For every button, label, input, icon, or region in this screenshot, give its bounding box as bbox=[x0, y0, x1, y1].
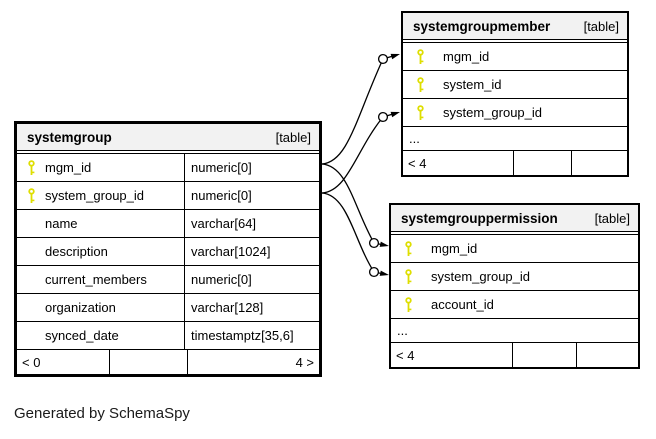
table-title: systemgroup bbox=[27, 129, 112, 145]
zero-many-circle bbox=[368, 237, 380, 249]
primary-key-icon bbox=[27, 159, 45, 176]
header-gap bbox=[17, 151, 319, 153]
column-name: system_group_id bbox=[45, 188, 144, 203]
column-name: current_members bbox=[45, 272, 147, 287]
table-systemgrouppermission[interactable]: systemgrouppermission [table] mgm_id bbox=[389, 203, 640, 369]
primary-key-icon bbox=[413, 76, 443, 93]
primary-key-icon bbox=[401, 268, 431, 285]
column-row-current_members[interactable]: current_members numeric[0] bbox=[17, 265, 319, 293]
footer-cell-right bbox=[571, 151, 627, 175]
primary-key-icon bbox=[413, 48, 443, 65]
column-row-mgm_id[interactable]: mgm_id bbox=[391, 234, 638, 262]
footer-cell-right: 4 > bbox=[187, 350, 319, 374]
column-row-synced_date[interactable]: synced_date timestamptz[35,6] bbox=[17, 321, 319, 349]
column-row-system_group_id[interactable]: system_group_id numeric[0] bbox=[17, 181, 319, 209]
primary-key-icon bbox=[413, 104, 443, 121]
zero-many-circle bbox=[377, 111, 389, 123]
column-row-organization[interactable]: organization varchar[128] bbox=[17, 293, 319, 321]
column-name: mgm_id bbox=[443, 49, 490, 64]
column-row-system_id[interactable]: system_id bbox=[403, 70, 627, 98]
column-row-mgm_id[interactable]: mgm_id numeric[0] bbox=[17, 153, 319, 181]
column-name: description bbox=[45, 244, 108, 259]
column-row-system_group_id[interactable]: system_group_id bbox=[391, 262, 638, 290]
column-type: numeric[0] bbox=[184, 154, 319, 181]
table-tag: [table] bbox=[583, 18, 619, 34]
footer-cell-left: < 0 bbox=[22, 354, 41, 370]
relationship-line bbox=[321, 192, 375, 273]
footer-cell-mid bbox=[109, 350, 187, 374]
column-name: synced_date bbox=[45, 328, 119, 343]
column-name: mgm_id bbox=[431, 241, 478, 256]
column-name: system_group_id bbox=[443, 105, 542, 120]
column-type: varchar[1024] bbox=[184, 238, 319, 265]
table-systemgroupmember[interactable]: systemgroupmember [table] mgm_id bbox=[401, 11, 629, 177]
column-type: numeric[0] bbox=[184, 182, 319, 209]
zero-many-circle bbox=[377, 53, 389, 65]
header-gap bbox=[403, 40, 627, 42]
header-gap bbox=[391, 232, 638, 234]
column-type: timestamptz[35,6] bbox=[184, 322, 319, 349]
footer-row: < 0 4 > bbox=[17, 349, 319, 374]
column-name: system_id bbox=[443, 77, 502, 92]
relationship-line bbox=[321, 116, 384, 194]
ellipsis-row: ... bbox=[391, 318, 638, 342]
column-name: account_id bbox=[431, 297, 494, 312]
footer-row: < 4 bbox=[391, 342, 638, 367]
table-header[interactable]: systemgroup [table] bbox=[17, 124, 319, 151]
table-header[interactable]: systemgrouppermission [table] bbox=[391, 205, 638, 232]
table-tag: [table] bbox=[275, 129, 311, 145]
column-name: organization bbox=[45, 300, 116, 315]
column-type: varchar[128] bbox=[184, 294, 319, 321]
arrowhead bbox=[390, 111, 400, 118]
arrowhead bbox=[379, 270, 389, 276]
primary-key-icon bbox=[401, 296, 431, 313]
footer-cell-left: < 4 bbox=[396, 347, 415, 363]
column-row-mgm_id[interactable]: mgm_id bbox=[403, 42, 627, 70]
footer-cell-left: < 4 bbox=[408, 155, 427, 171]
arrowhead bbox=[390, 53, 400, 60]
column-type: varchar[64] bbox=[184, 210, 319, 237]
column-row-name[interactable]: name varchar[64] bbox=[17, 209, 319, 237]
table-title: systemgrouppermission bbox=[401, 210, 558, 226]
column-name: mgm_id bbox=[45, 160, 92, 175]
generated-by-caption: Generated by SchemaSpy bbox=[14, 405, 190, 422]
zero-many-circle bbox=[368, 266, 380, 278]
table-header[interactable]: systemgroupmember [table] bbox=[403, 13, 627, 40]
relationship-line bbox=[321, 58, 384, 165]
column-name: name bbox=[45, 216, 78, 231]
column-type: numeric[0] bbox=[184, 266, 319, 293]
primary-key-icon bbox=[27, 187, 45, 204]
arrowhead bbox=[379, 241, 389, 247]
footer-cell-mid bbox=[512, 343, 576, 367]
column-row-system_group_id[interactable]: system_group_id bbox=[403, 98, 627, 126]
table-systemgroup[interactable]: systemgroup [table] mgm_id numeric[0] bbox=[14, 121, 322, 377]
table-tag: [table] bbox=[594, 210, 630, 226]
relationship-line bbox=[321, 163, 375, 244]
column-name: system_group_id bbox=[431, 269, 530, 284]
column-row-account_id[interactable]: account_id bbox=[391, 290, 638, 318]
ellipsis-row: ... bbox=[403, 126, 627, 150]
footer-row: < 4 bbox=[403, 150, 627, 175]
primary-key-icon bbox=[401, 240, 431, 257]
footer-cell-mid bbox=[513, 151, 571, 175]
table-title: systemgroupmember bbox=[413, 18, 551, 34]
footer-cell-right bbox=[576, 343, 638, 367]
column-row-description[interactable]: description varchar[1024] bbox=[17, 237, 319, 265]
